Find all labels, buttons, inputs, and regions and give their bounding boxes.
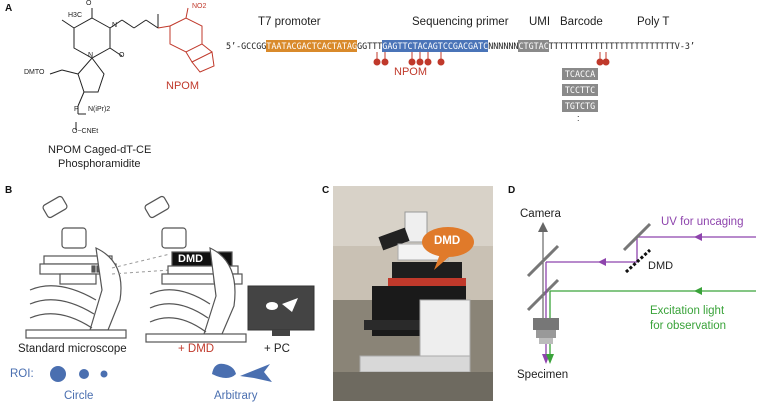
roi-arbitrary-label: Arbitrary: [214, 390, 258, 402]
dmd-microscope-icon: [144, 195, 247, 343]
oligo-sequence: 5’-GCCGG TAATACGACTCACTATAG GGTTT GAGTTC…: [226, 40, 695, 52]
standard-microscope-label: Standard microscope: [18, 343, 127, 355]
panel-label-c: C: [322, 185, 330, 196]
dmd-optical-label: DMD: [648, 260, 674, 272]
chem-h3c: H3C: [68, 12, 83, 19]
chem-n1: N: [112, 22, 118, 29]
seq-poly-t: TTTTTTTTTTTTTTTTTTTTTTTTTV-3’: [548, 41, 695, 51]
chem-nipr: N(iPr)2: [88, 106, 111, 113]
barcode-ellipsis: :: [577, 113, 580, 123]
barcode-variant-1: TCACCA: [562, 68, 598, 80]
camera-label: Camera: [520, 208, 561, 220]
panel-label-b: B: [5, 185, 13, 196]
barcode-variant-3: TGTCTG: [562, 100, 598, 112]
seq-barcode: CTGTAC: [518, 40, 549, 52]
chem-p: P: [74, 106, 79, 113]
roi-circle-shapes: [50, 366, 108, 382]
label-poly-t: Poly T: [637, 16, 670, 28]
roi-circle-label: Circle: [64, 390, 94, 402]
chem-no2: NO2: [192, 3, 207, 10]
panel-label-a: A: [5, 3, 13, 14]
chem-cnet: O−CNEt: [72, 128, 99, 135]
panel-label-d: D: [508, 185, 516, 196]
seq-sequencing-primer: GAGTTCTACAGTCCGACGATC: [382, 40, 489, 52]
label-t7-promoter: T7 promoter: [258, 16, 321, 28]
specimen-label: Specimen: [517, 369, 569, 381]
roi-label: ROI:: [10, 368, 34, 380]
chem-o1: O: [86, 0, 92, 7]
label-umi: UMI: [529, 16, 551, 28]
barcode-variant-2: TCCTTC: [562, 84, 598, 96]
plus-dmd-label: + DMD: [178, 343, 215, 355]
npom-molecule-label: NPOM: [166, 80, 199, 92]
npom-sequence-label: NPOM: [394, 66, 427, 78]
roi-arbitrary-shapes: [212, 363, 272, 382]
molecule-name-line-2: Phosphoramidite: [58, 158, 141, 170]
photo-dmd-bubble: DMD: [434, 235, 461, 247]
chem-dmto: DMTO: [24, 69, 45, 76]
dmd-module-label: DMD: [178, 253, 204, 265]
seq-umi: NNNNNN: [488, 41, 519, 51]
label-barcode: Barcode: [560, 16, 603, 28]
molecule-name-line-1: NPOM Caged-dT-CE: [48, 144, 152, 156]
label-sequencing-primer: Sequencing primer: [412, 16, 509, 28]
standard-microscope-icon: [25, 195, 127, 339]
uv-uncaging-label: UV for uncaging: [661, 216, 744, 228]
excitation-label-line-2: for observation: [650, 320, 727, 332]
seq-spacer: GGTTT: [357, 41, 383, 51]
chem-o2: O: [119, 52, 125, 59]
seq-t7-promoter: TAATACGACTCACTATAG: [266, 40, 358, 52]
pc-monitor-icon: [247, 285, 315, 336]
excitation-label-line-1: Excitation light: [650, 305, 725, 317]
plus-pc-label: + PC: [264, 343, 290, 355]
seq-prefix: 5’-GCCGG: [226, 41, 267, 51]
chem-n2: N: [88, 52, 94, 59]
